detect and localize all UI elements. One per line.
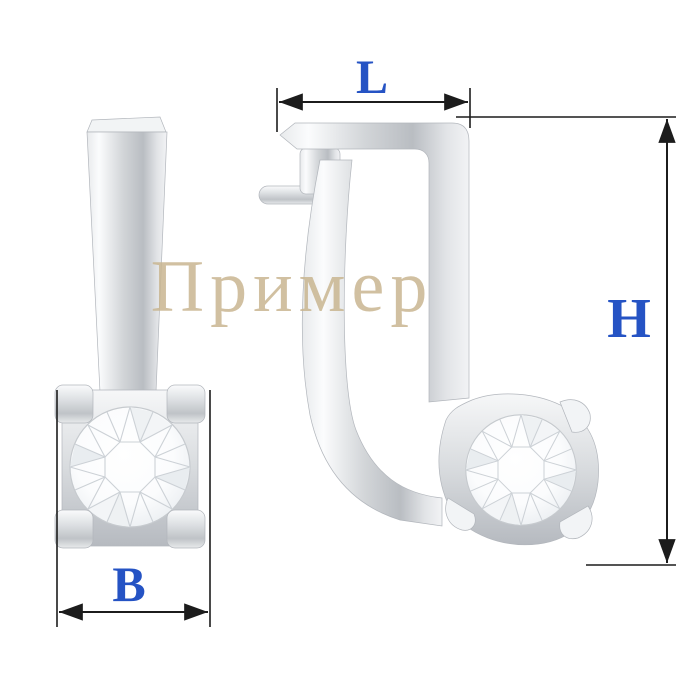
- dimension-width-label: B: [112, 556, 145, 612]
- diamond-side: [465, 414, 577, 526]
- side-setting-prongs: [445, 399, 593, 540]
- dimension-length: L: [276, 51, 471, 132]
- watermark: Пример: [151, 246, 434, 328]
- lock-lever-and-post: [279, 122, 470, 403]
- earring-side-view: [258, 122, 599, 546]
- earring-front-view: [54, 116, 206, 549]
- lock-wire: [301, 159, 443, 527]
- dimension-width: B: [56, 390, 211, 627]
- stem-cap: [86, 116, 167, 133]
- dimension-height: H: [456, 116, 676, 566]
- setting-prongs: [54, 384, 206, 549]
- diamond-front: [69, 406, 191, 528]
- dimension-length-label: L: [356, 51, 388, 104]
- dimension-height-label: H: [607, 288, 651, 350]
